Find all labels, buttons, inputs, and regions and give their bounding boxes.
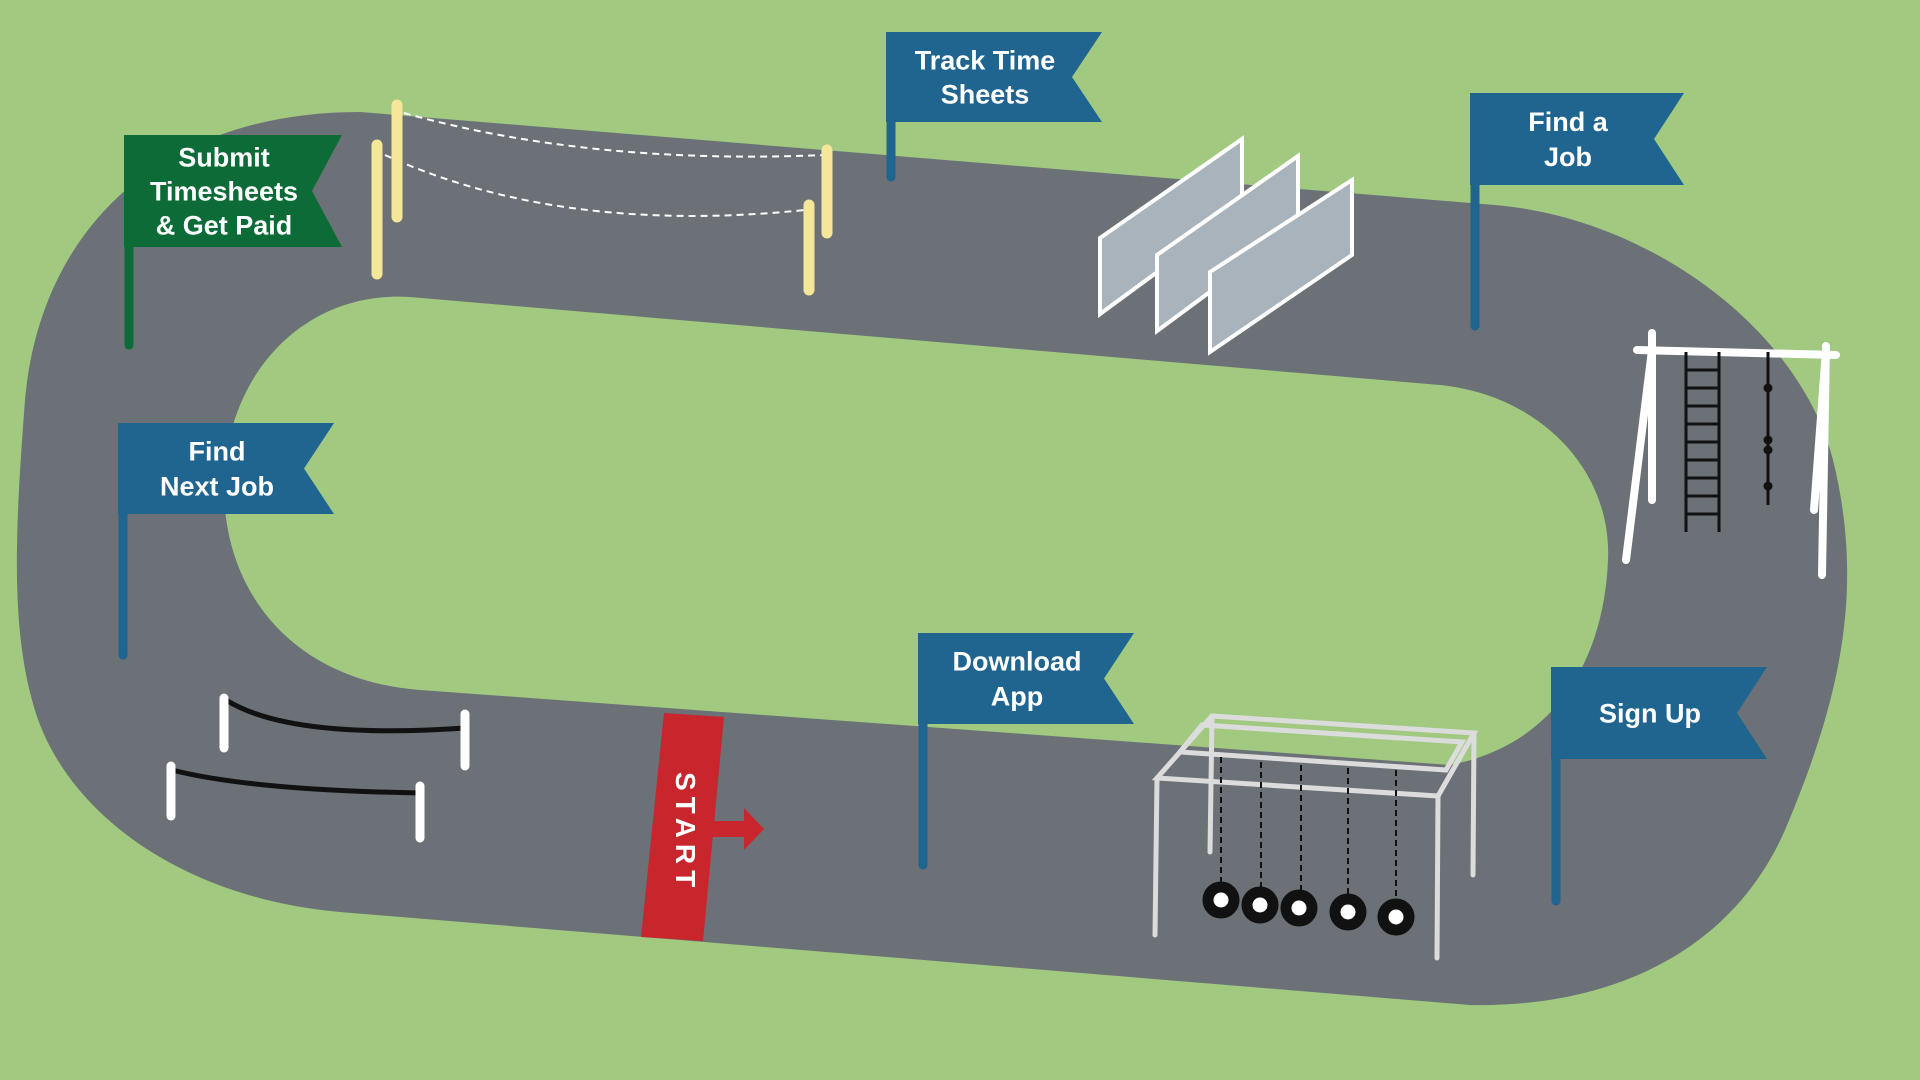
flag-label-line: Find a [1528,107,1608,137]
flag-label-line: Find [189,437,246,467]
flag-label-line: Track Time [915,46,1056,76]
start-banner [641,713,724,941]
flag-sign-up: Sign Up [1551,667,1767,906]
start-arrow-icon [710,808,764,850]
flag-banner [124,135,342,247]
flag-banner [118,423,334,514]
flag-label-line: Job [1544,142,1592,172]
start-label: START [670,772,701,893]
start-line: START [641,713,764,941]
flag-find-a-job: Find a Job [1470,93,1684,331]
flag-banner [918,633,1134,724]
race-track [16,112,1848,1006]
climbing-walls-icon [1098,135,1354,356]
hanging-tires-frame-icon [1151,713,1479,961]
flag-label-line: Next Job [160,472,274,502]
flag-label-line: Submit [178,143,270,173]
flag-label-line: & Get Paid [156,211,293,241]
tightrope-poles-icon [371,99,833,296]
flag-label-line: Download [953,647,1082,677]
flag-label-line: Sign Up [1599,699,1701,729]
flag-label-line: App [991,682,1043,712]
flag-banner [1470,93,1684,185]
rope-ladder-frame-icon [1622,329,1840,579]
flag-banner [1551,667,1767,759]
flag-label-line: Sheets [941,80,1030,110]
hurdles-icon [166,693,470,843]
flag-banner [886,32,1102,122]
flag-label-line: Timesheets [150,177,298,207]
